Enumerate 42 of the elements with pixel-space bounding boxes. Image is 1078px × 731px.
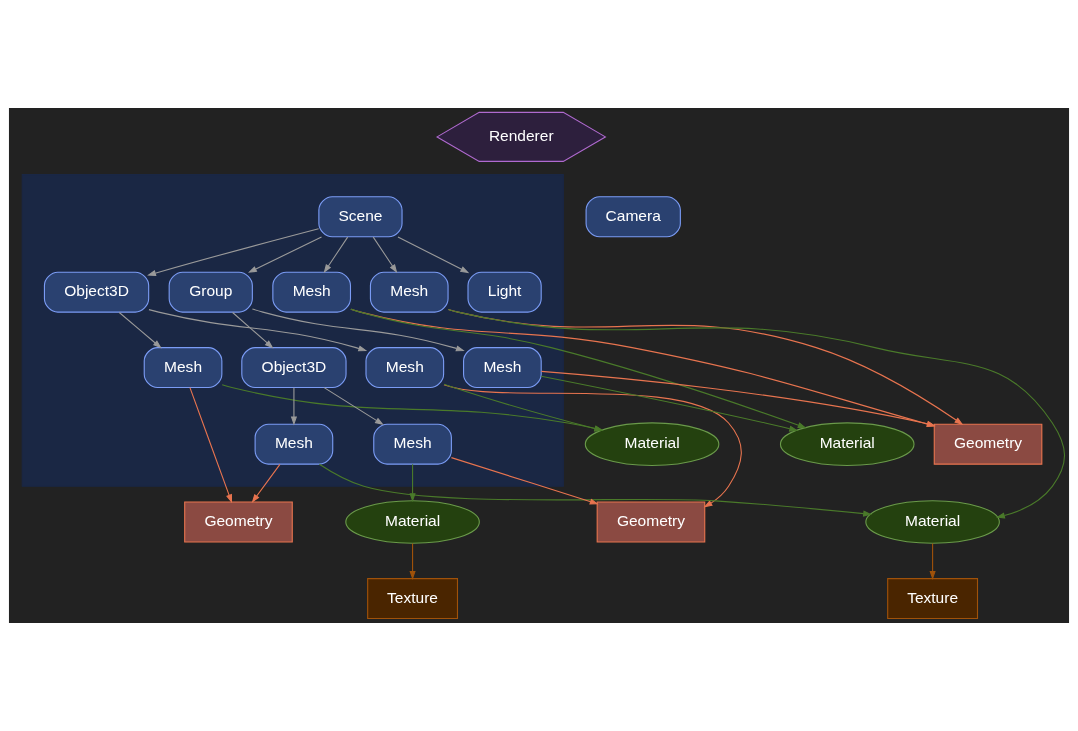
arrow [409, 542, 416, 580]
arrow [350, 308, 807, 429]
cluster [21, 174, 564, 487]
arrow [318, 463, 873, 517]
node-box: Light [467, 271, 542, 313]
arrow [251, 463, 281, 503]
arrow [929, 542, 936, 580]
arrow [409, 463, 416, 503]
node-box: Scene [318, 196, 403, 238]
arrow [447, 308, 1066, 519]
node-box: Mesh [365, 347, 445, 389]
arrow [118, 311, 162, 349]
arrow [323, 387, 384, 426]
arrow [450, 457, 599, 505]
arrow [323, 236, 349, 274]
node-box: Mesh [373, 423, 452, 465]
arrow [189, 387, 233, 504]
node-box: Camera [585, 196, 681, 238]
arrow [147, 228, 320, 277]
node-box: Mesh [369, 271, 449, 313]
arrow [397, 236, 470, 274]
node-box: Mesh [143, 347, 223, 389]
node-ellipse: Material [345, 500, 480, 544]
node-box: Object3D [43, 271, 150, 313]
node-box: Geometry [184, 501, 293, 543]
node-box: Geometry [933, 423, 1043, 465]
arrow [372, 236, 398, 274]
arrow [232, 311, 274, 349]
arrow [290, 387, 298, 426]
node-box: Mesh [272, 271, 352, 313]
node-box: Geometry [596, 501, 706, 543]
node-box: Object3D [241, 347, 347, 389]
arrow [251, 308, 465, 352]
node-box: Texture [367, 578, 459, 620]
node-box: Mesh [254, 423, 334, 465]
arrow [248, 236, 323, 273]
node-box: Group [168, 271, 253, 313]
arrow [443, 384, 742, 508]
node-box: Texture [887, 578, 979, 620]
node-box: Mesh [463, 347, 542, 389]
node-ellipse: Material [865, 500, 1000, 544]
arrow [148, 309, 368, 352]
